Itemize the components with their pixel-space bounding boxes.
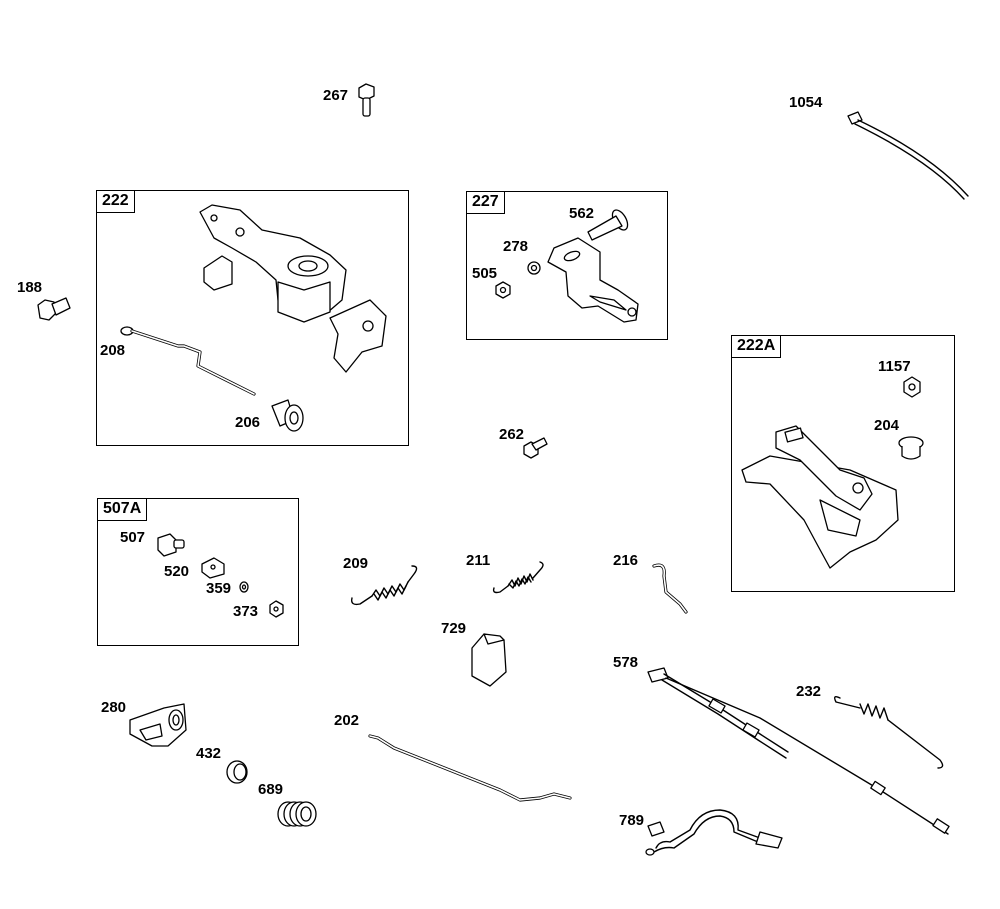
- part-label-188: 188: [17, 279, 43, 296]
- part-label-1157: 1157: [878, 358, 911, 375]
- part-216-clip: [652, 563, 688, 614]
- part-209-spring: [350, 565, 418, 606]
- part-232-spring: [833, 695, 944, 769]
- part-359-washer: [239, 581, 249, 593]
- part-208-link-rod: [120, 326, 256, 396]
- part-204-bushing: [898, 436, 924, 460]
- group-label-222: 222: [97, 191, 135, 213]
- part-373-nut: [269, 600, 284, 618]
- part-578-cable: [647, 667, 950, 835]
- part-211-spring: [492, 561, 544, 594]
- part-222-governor-bracket: [199, 204, 387, 373]
- part-202-rod: [368, 734, 572, 802]
- part-label-216: 216: [613, 552, 639, 569]
- group-box-222: [96, 190, 409, 446]
- part-267-bolt: [358, 83, 375, 117]
- part-689-spring: [277, 801, 317, 827]
- part-label-505: 505: [472, 265, 498, 282]
- group-label-507a: 507A: [98, 499, 148, 521]
- part-227-bracket: [547, 237, 639, 323]
- part-label-520: 520: [164, 563, 190, 580]
- part-222a-control-plate: [741, 425, 899, 569]
- part-label-359: 359: [206, 580, 232, 597]
- part-1054-cable-tie: [847, 111, 969, 200]
- part-label-1054: 1054: [789, 94, 823, 111]
- part-label-267: 267: [323, 87, 349, 104]
- part-262-screw: [523, 437, 548, 459]
- part-1157-nut: [903, 376, 921, 398]
- part-label-204: 204: [874, 417, 900, 434]
- part-278-washer: [527, 261, 541, 275]
- part-507-clip: [157, 533, 185, 557]
- part-789-harness: [645, 809, 783, 856]
- part-432-ring: [226, 760, 248, 784]
- part-label-232: 232: [796, 683, 822, 700]
- part-505-nut: [495, 281, 511, 299]
- part-label-373: 373: [233, 603, 259, 620]
- part-label-578: 578: [613, 654, 639, 671]
- part-label-562: 562: [569, 205, 595, 222]
- part-label-262: 262: [499, 426, 525, 443]
- part-label-211: 211: [466, 552, 491, 569]
- group-box-507a: [97, 498, 299, 646]
- part-label-432: 432: [196, 745, 222, 762]
- part-280-bracket: [129, 703, 187, 747]
- part-206-knob: [271, 399, 304, 432]
- part-520-bracket: [201, 557, 225, 579]
- group-label-227: 227: [467, 192, 505, 214]
- part-label-208: 208: [100, 342, 126, 359]
- part-label-209: 209: [343, 555, 369, 572]
- part-label-280: 280: [101, 699, 127, 716]
- group-label-222a: 222A: [732, 336, 782, 358]
- part-label-206: 206: [235, 414, 261, 431]
- part-188-bolt: [37, 297, 71, 321]
- part-label-507: 507: [120, 529, 146, 546]
- group-box-227: [466, 191, 668, 340]
- part-label-689: 689: [258, 781, 284, 798]
- group-box-222a: [731, 335, 955, 592]
- part-562-pin: [587, 209, 629, 241]
- part-label-729: 729: [441, 620, 467, 637]
- part-label-202: 202: [334, 712, 360, 729]
- part-label-278: 278: [503, 238, 529, 255]
- part-label-789: 789: [619, 812, 645, 829]
- part-729-cover: [471, 633, 507, 687]
